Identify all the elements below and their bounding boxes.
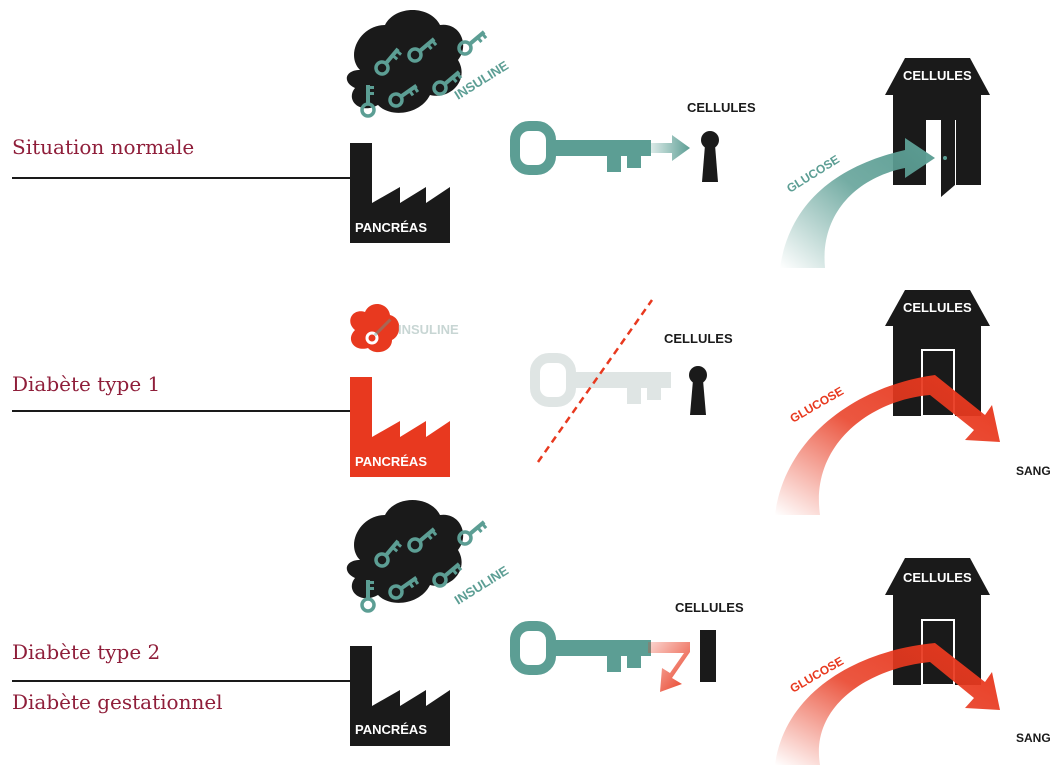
house-label-type1: CELLULES	[903, 300, 972, 315]
keyhole-normal	[701, 131, 719, 182]
cell-house-normal: CELLULES	[885, 58, 990, 197]
pancreas-factory-type2: PANCRÉAS	[350, 646, 450, 746]
pancreas-label-normal: PANCRÉAS	[355, 220, 427, 235]
cells-label-type2: CELLULES	[675, 600, 744, 615]
row-rule-normal	[12, 177, 357, 179]
row-label-type1: Diabète type 1	[12, 372, 161, 396]
row-label-type2: Diabète type 2	[12, 640, 161, 664]
insulin-cloud-type1: INSULINE	[350, 304, 459, 353]
blood-label-type2: SANG	[1016, 731, 1051, 745]
glucose-arrow-type2	[775, 643, 1000, 765]
insulin-key-normal	[515, 126, 651, 172]
row-rule-type2	[12, 680, 357, 682]
row-rule-type1	[12, 410, 357, 412]
pancreas-label-type1: PANCRÉAS	[355, 454, 427, 469]
row-normal: INSULINE PANCRÉAS CELLULES CELLULES	[346, 10, 990, 268]
insulin-label-normal: INSULINE	[452, 57, 512, 102]
key-arrow-type2	[648, 642, 690, 692]
cells-label-type1: CELLULES	[664, 331, 733, 346]
keyhole-type2	[700, 630, 716, 682]
cell-house-type2: CELLULES	[885, 558, 990, 686]
insulin-label-type1: INSULINE	[398, 322, 459, 337]
keyhole-type1	[689, 366, 707, 415]
insulin-key-type2	[515, 626, 651, 672]
strike-line-type1	[536, 299, 654, 463]
insulin-cloud-type2: INSULINE	[346, 500, 511, 613]
row-label-normal: Situation normale	[12, 135, 195, 159]
blood-label-type1: SANG	[1016, 464, 1051, 478]
pancreas-factory-type1: PANCRÉAS	[350, 377, 450, 477]
glucose-arrow-type1	[775, 375, 1000, 515]
key-arrow-normal	[645, 135, 690, 161]
insulin-key-type1	[535, 358, 671, 404]
cells-label-normal: CELLULES	[687, 100, 756, 115]
glucose-arrow-normal	[780, 138, 935, 268]
insulin-cloud-normal: INSULINE	[346, 10, 512, 118]
pancreas-factory-normal: PANCRÉAS	[350, 143, 450, 243]
house-label-normal: CELLULES	[903, 68, 972, 83]
row-type1: INSULINE PANCRÉAS CELLULES CELLULES GLUC…	[350, 290, 1051, 515]
row-type2: INSULINE PANCRÉAS CELLULES CELLULES GLUC…	[346, 500, 1051, 765]
house-label-type2: CELLULES	[903, 570, 972, 585]
pancreas-label-type2: PANCRÉAS	[355, 722, 427, 737]
row-label-gestational: Diabète gestationnel	[12, 690, 223, 714]
